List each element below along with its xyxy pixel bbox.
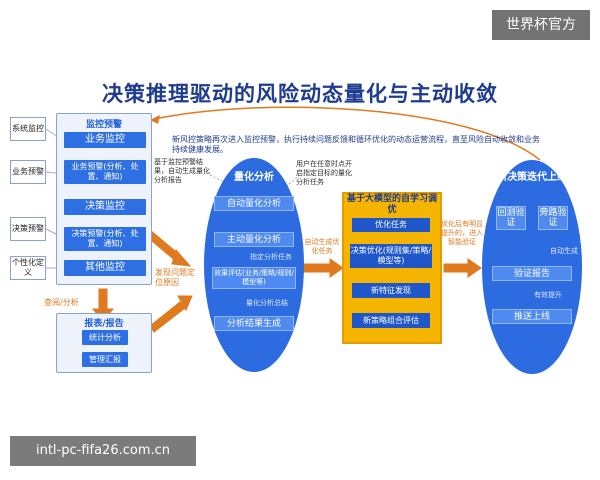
new-strategy-eval-button[interactable]: 新策略组合评估 <box>352 313 430 328</box>
backtest-button[interactable]: 回测验证 <box>496 206 526 230</box>
opt-submit-note: 优化后有明显提升的，进入智能验证 <box>441 220 483 246</box>
user-task-note: 用户在任意时点开启指定目标的量化分析任务 <box>296 160 352 186</box>
active-quant-button[interactable]: 主动量化分析 <box>214 232 294 247</box>
label-decision-alert: 决策预警 <box>10 217 46 241</box>
opt-task-button[interactable]: 优化任务 <box>352 218 430 232</box>
auto-opt-note: 自动生成优化任务 <box>304 238 340 255</box>
query-analysis-label: 查阅/分析 <box>44 298 79 307</box>
report-header: 报表/报告 <box>84 319 124 329</box>
quant-header: 量化分析 <box>234 172 274 183</box>
label-business-alert: 业务预警 <box>10 160 46 184</box>
push-online-button[interactable]: 推送上线 <box>492 309 572 324</box>
label-system-monitor: 系统监控 <box>10 117 46 141</box>
ai-header: 基于大模型的自学习调优 <box>346 194 437 215</box>
page-title: 决策推理驱动的风险动态量化与主动收敛 <box>102 82 498 106</box>
bypass-verify-button[interactable]: 旁路验证 <box>538 206 568 230</box>
monitor-header: 监控预警 <box>85 120 122 130</box>
decision-opt-button[interactable]: 决策优化(规则集/策略/模型等) <box>350 244 432 268</box>
label-custom-define: 个性化定义 <box>10 256 46 280</box>
quant-analysis-ellipse <box>204 158 304 372</box>
other-monitor-button[interactable]: 其他监控 <box>64 260 146 276</box>
assign-task-note: 指定分析任务 <box>250 253 292 261</box>
deploy-header: 新决策迭代上线 <box>497 172 567 183</box>
auto-quant-button[interactable]: 自动量化分析 <box>214 196 294 211</box>
management-report-button[interactable]: 管理汇报 <box>82 352 128 367</box>
verify-report-button[interactable]: 验证报告 <box>492 266 572 281</box>
new-feature-button[interactable]: 新特征发现 <box>352 283 430 298</box>
top-description: 新风控策略再次进入监控预警，执行持续问题反馈和循环优化的动态运营流程，直至风险自… <box>172 135 540 154</box>
watermark-top: 世界杯官方 <box>492 10 590 40</box>
decision-alert-button[interactable]: 决策预警(分析、处置、通知) <box>64 227 146 251</box>
statistics-button[interactable]: 统计分析 <box>82 330 128 345</box>
business-alert-button[interactable]: 业务预警(分析、处置、通知) <box>64 160 146 184</box>
business-monitor-button[interactable]: 业务监控 <box>64 132 146 148</box>
auto-gen-note: 基于监控预警结果，自动生成量化分析报告 <box>154 158 210 184</box>
decision-monitor-button[interactable]: 决策监控 <box>64 199 146 215</box>
watermark-bottom: intl-pc-fifa26.com.cn <box>10 436 196 466</box>
effect-eval-button[interactable]: 效果评估(业务/策略/规则/模型等) <box>212 267 296 289</box>
quant-summary-note: 量化分析总结 <box>246 299 288 307</box>
effective-boost-note: 有效提升 <box>534 291 562 299</box>
result-gen-button[interactable]: 分析结果生成 <box>214 316 294 331</box>
locate-cause-note: 发现问题定位原因 <box>155 268 195 287</box>
auto-gen-small-note: 自动生成 <box>550 247 578 255</box>
